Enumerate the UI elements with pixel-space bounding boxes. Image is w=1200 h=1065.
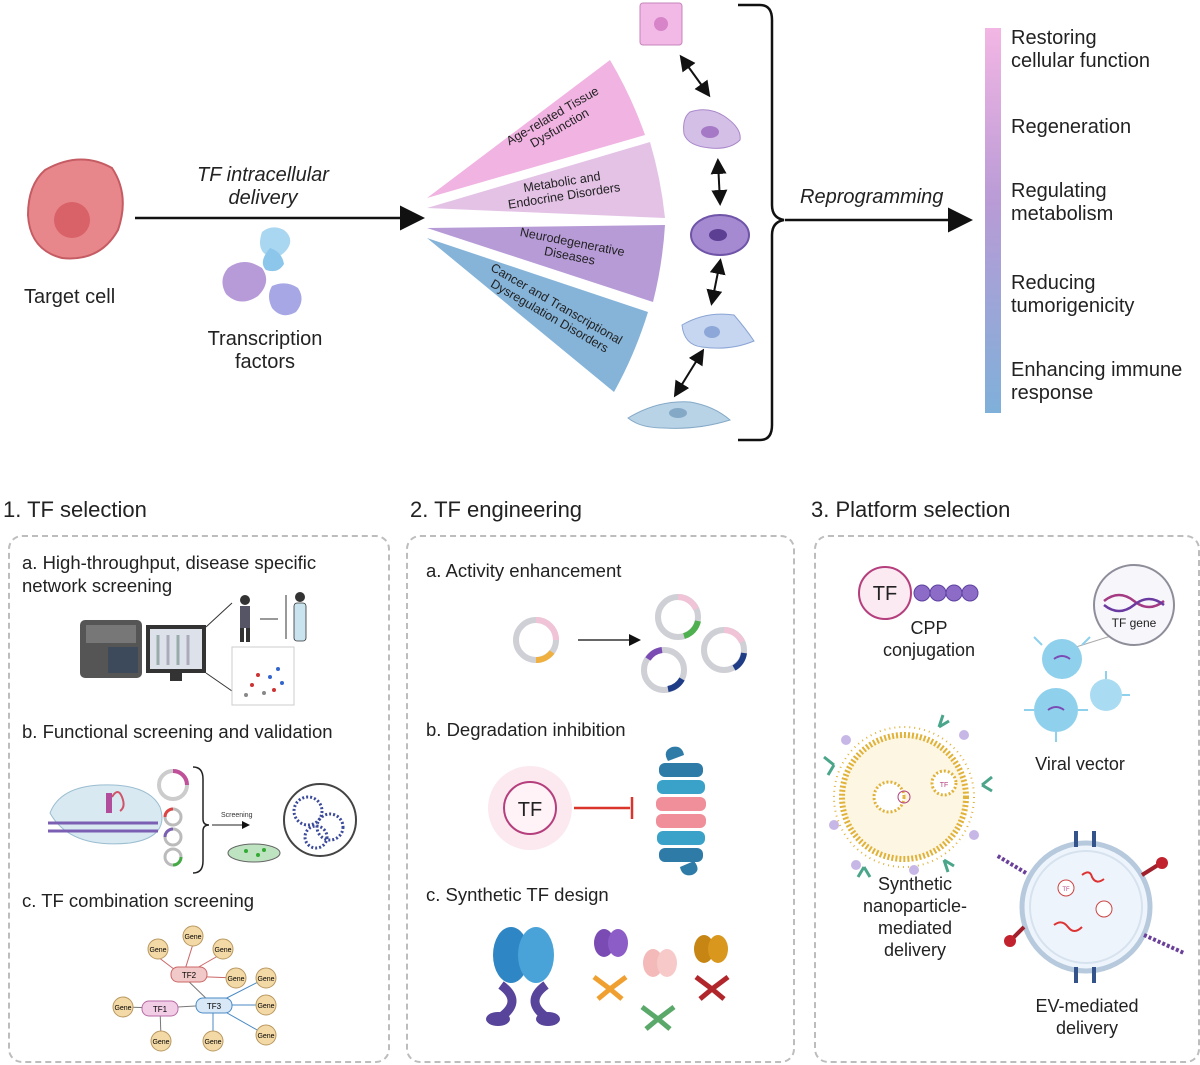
bracket bbox=[738, 3, 785, 442]
plasmid-stack-icon bbox=[157, 766, 250, 874]
plasmid-original-icon bbox=[513, 617, 559, 663]
ev-icon bbox=[994, 831, 1185, 983]
outcome-regeneration: Regeneration bbox=[1011, 116, 1132, 138]
svg-text:Gene: Gene bbox=[257, 1033, 274, 1040]
svg-text:TF2: TF2 bbox=[182, 971, 197, 980]
tf-node-tf2: TF2 bbox=[170, 966, 208, 983]
section-title-tf-engineering: 2. TF engineering bbox=[410, 497, 583, 522]
tf-engineering-a: a. Activity enhancement bbox=[426, 560, 622, 581]
gene-node: Gene bbox=[150, 1030, 172, 1052]
svg-text:Gene: Gene bbox=[149, 947, 166, 954]
tf-circle-label: TF bbox=[518, 799, 542, 821]
crispr-cell-icon bbox=[48, 784, 163, 845]
gene-node: Gene bbox=[255, 967, 277, 989]
overview-diagram bbox=[26, 2, 1001, 442]
volcano-plot-icon bbox=[231, 646, 295, 706]
svg-text:Gene: Gene bbox=[114, 1005, 131, 1012]
tf-selection-illustrations: Screening Gene Gene Gene Gene Gene Gene … bbox=[48, 592, 357, 1052]
panel-platform-selection bbox=[814, 535, 1200, 1063]
svg-text:TF1: TF1 bbox=[153, 1005, 168, 1014]
synthetic-tf-modules-icon bbox=[592, 929, 730, 1031]
gene-network bbox=[122, 943, 267, 1039]
tf-circle bbox=[503, 781, 557, 835]
svg-text:Gene: Gene bbox=[204, 1039, 221, 1046]
plasmid-enhanced-icons bbox=[641, 594, 747, 693]
outcome-gradient-bar bbox=[985, 28, 1001, 413]
svg-text:Gene: Gene bbox=[257, 1003, 274, 1010]
panel-tf-engineering bbox=[406, 535, 795, 1063]
tf-node-tf1: TF1 bbox=[141, 1000, 179, 1017]
svg-text:TF3: TF3 bbox=[207, 1002, 222, 1011]
tf-engineering-illustrations: TF bbox=[486, 594, 747, 1031]
gene-node: Gene bbox=[225, 967, 247, 989]
petri-dish-icon bbox=[227, 843, 281, 863]
reprogramming-label: Reprogramming bbox=[800, 186, 944, 208]
nano-tf-label: TF bbox=[940, 782, 949, 789]
sequencer-icon bbox=[80, 620, 142, 678]
viral-vector-icon bbox=[1024, 564, 1175, 742]
gene-node: Gene bbox=[112, 996, 134, 1018]
cpp-tf-circle bbox=[858, 566, 912, 620]
synthetic-tf-large-icon bbox=[486, 927, 560, 1026]
svg-text:Gene: Gene bbox=[257, 976, 274, 983]
tf-selection-c: c. TF combination screening bbox=[22, 890, 255, 911]
gene-node: Gene bbox=[255, 994, 277, 1016]
delivery-label: TF intracellular delivery bbox=[197, 164, 329, 209]
nanoparticle-icon bbox=[823, 714, 993, 878]
svg-text:Gene: Gene bbox=[227, 976, 244, 983]
cpp-tf-label: TF bbox=[873, 583, 897, 605]
microscope-view-icon bbox=[283, 783, 357, 857]
gene-node: Gene bbox=[182, 925, 204, 947]
tf-gene-label: TF gene bbox=[1112, 616, 1157, 630]
transcription-factors-icon bbox=[222, 227, 302, 316]
section-title-tf-selection: 1. TF selection bbox=[3, 497, 147, 522]
gene-node: Gene bbox=[147, 938, 169, 960]
viral-vector-label: Viral vector bbox=[1035, 754, 1125, 774]
ev-tf-label: TF bbox=[1062, 887, 1070, 893]
screening-label: Screening bbox=[221, 812, 253, 819]
tf-engineering-c: c. Synthetic TF design bbox=[426, 884, 609, 905]
platform-illustrations: TF TF gene bbox=[823, 564, 1185, 983]
gene-node: Gene bbox=[212, 938, 234, 960]
monitor-icon bbox=[146, 602, 233, 692]
cpp-peptide-icon bbox=[913, 584, 979, 602]
cell-types bbox=[627, 2, 755, 429]
section-title-platform-selection: 3. Platform selection bbox=[811, 497, 1011, 522]
svg-text:Gene: Gene bbox=[184, 934, 201, 941]
transcription-factors-label: Transcription factors bbox=[207, 328, 323, 373]
proteasome-icon bbox=[656, 746, 706, 876]
disease-fan bbox=[427, 60, 665, 392]
gene-node: Gene bbox=[202, 1030, 224, 1052]
tf-engineering-b: b. Degradation inhibition bbox=[426, 719, 626, 740]
target-cell-label: Target cell bbox=[24, 286, 116, 308]
tf-node-tf3: TF3 bbox=[195, 997, 233, 1014]
svg-text:Gene: Gene bbox=[214, 947, 231, 954]
target-cell-icon bbox=[26, 158, 124, 260]
tf-selection-b: b. Functional screening and validation bbox=[22, 721, 333, 742]
patient-icons bbox=[240, 592, 307, 642]
gene-node: Gene bbox=[255, 1024, 277, 1046]
svg-text:Gene: Gene bbox=[152, 1039, 169, 1046]
panel-tf-selection bbox=[8, 535, 390, 1063]
